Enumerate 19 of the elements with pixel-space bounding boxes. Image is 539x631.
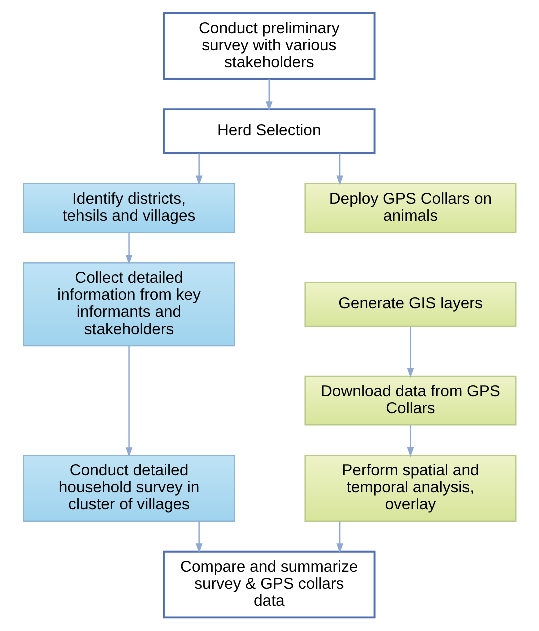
node-box: Collect detailed information from key informants and stakeholders	[22, 262, 235, 347]
node-box: Generate GIS layers	[304, 282, 516, 328]
arrow	[195, 522, 202, 554]
arrow	[406, 425, 414, 458]
node-box: Deploy GPS Collars on animals	[304, 183, 516, 234]
node-box: Identify districts, tehsils and villages	[22, 183, 235, 234]
arrow	[406, 326, 414, 378]
arrow	[125, 346, 132, 458]
arrow	[265, 79, 272, 112]
arrow	[125, 233, 132, 265]
arrow	[336, 522, 343, 554]
node-box: Perform spatial and temporal analysis, overlay	[304, 455, 516, 522]
node-box: Compare and summarize survey & GPS collars data	[162, 550, 376, 619]
arrow	[195, 154, 202, 186]
node-box: Herd Selection	[162, 108, 376, 154]
arrow	[336, 154, 343, 186]
node-box: Download data from GPS Collars	[304, 376, 516, 426]
node-box: Conduct detailed household survey in cluster of villages	[22, 455, 235, 522]
node-box: Conduct preliminary survey with various stakeholders	[162, 12, 376, 80]
